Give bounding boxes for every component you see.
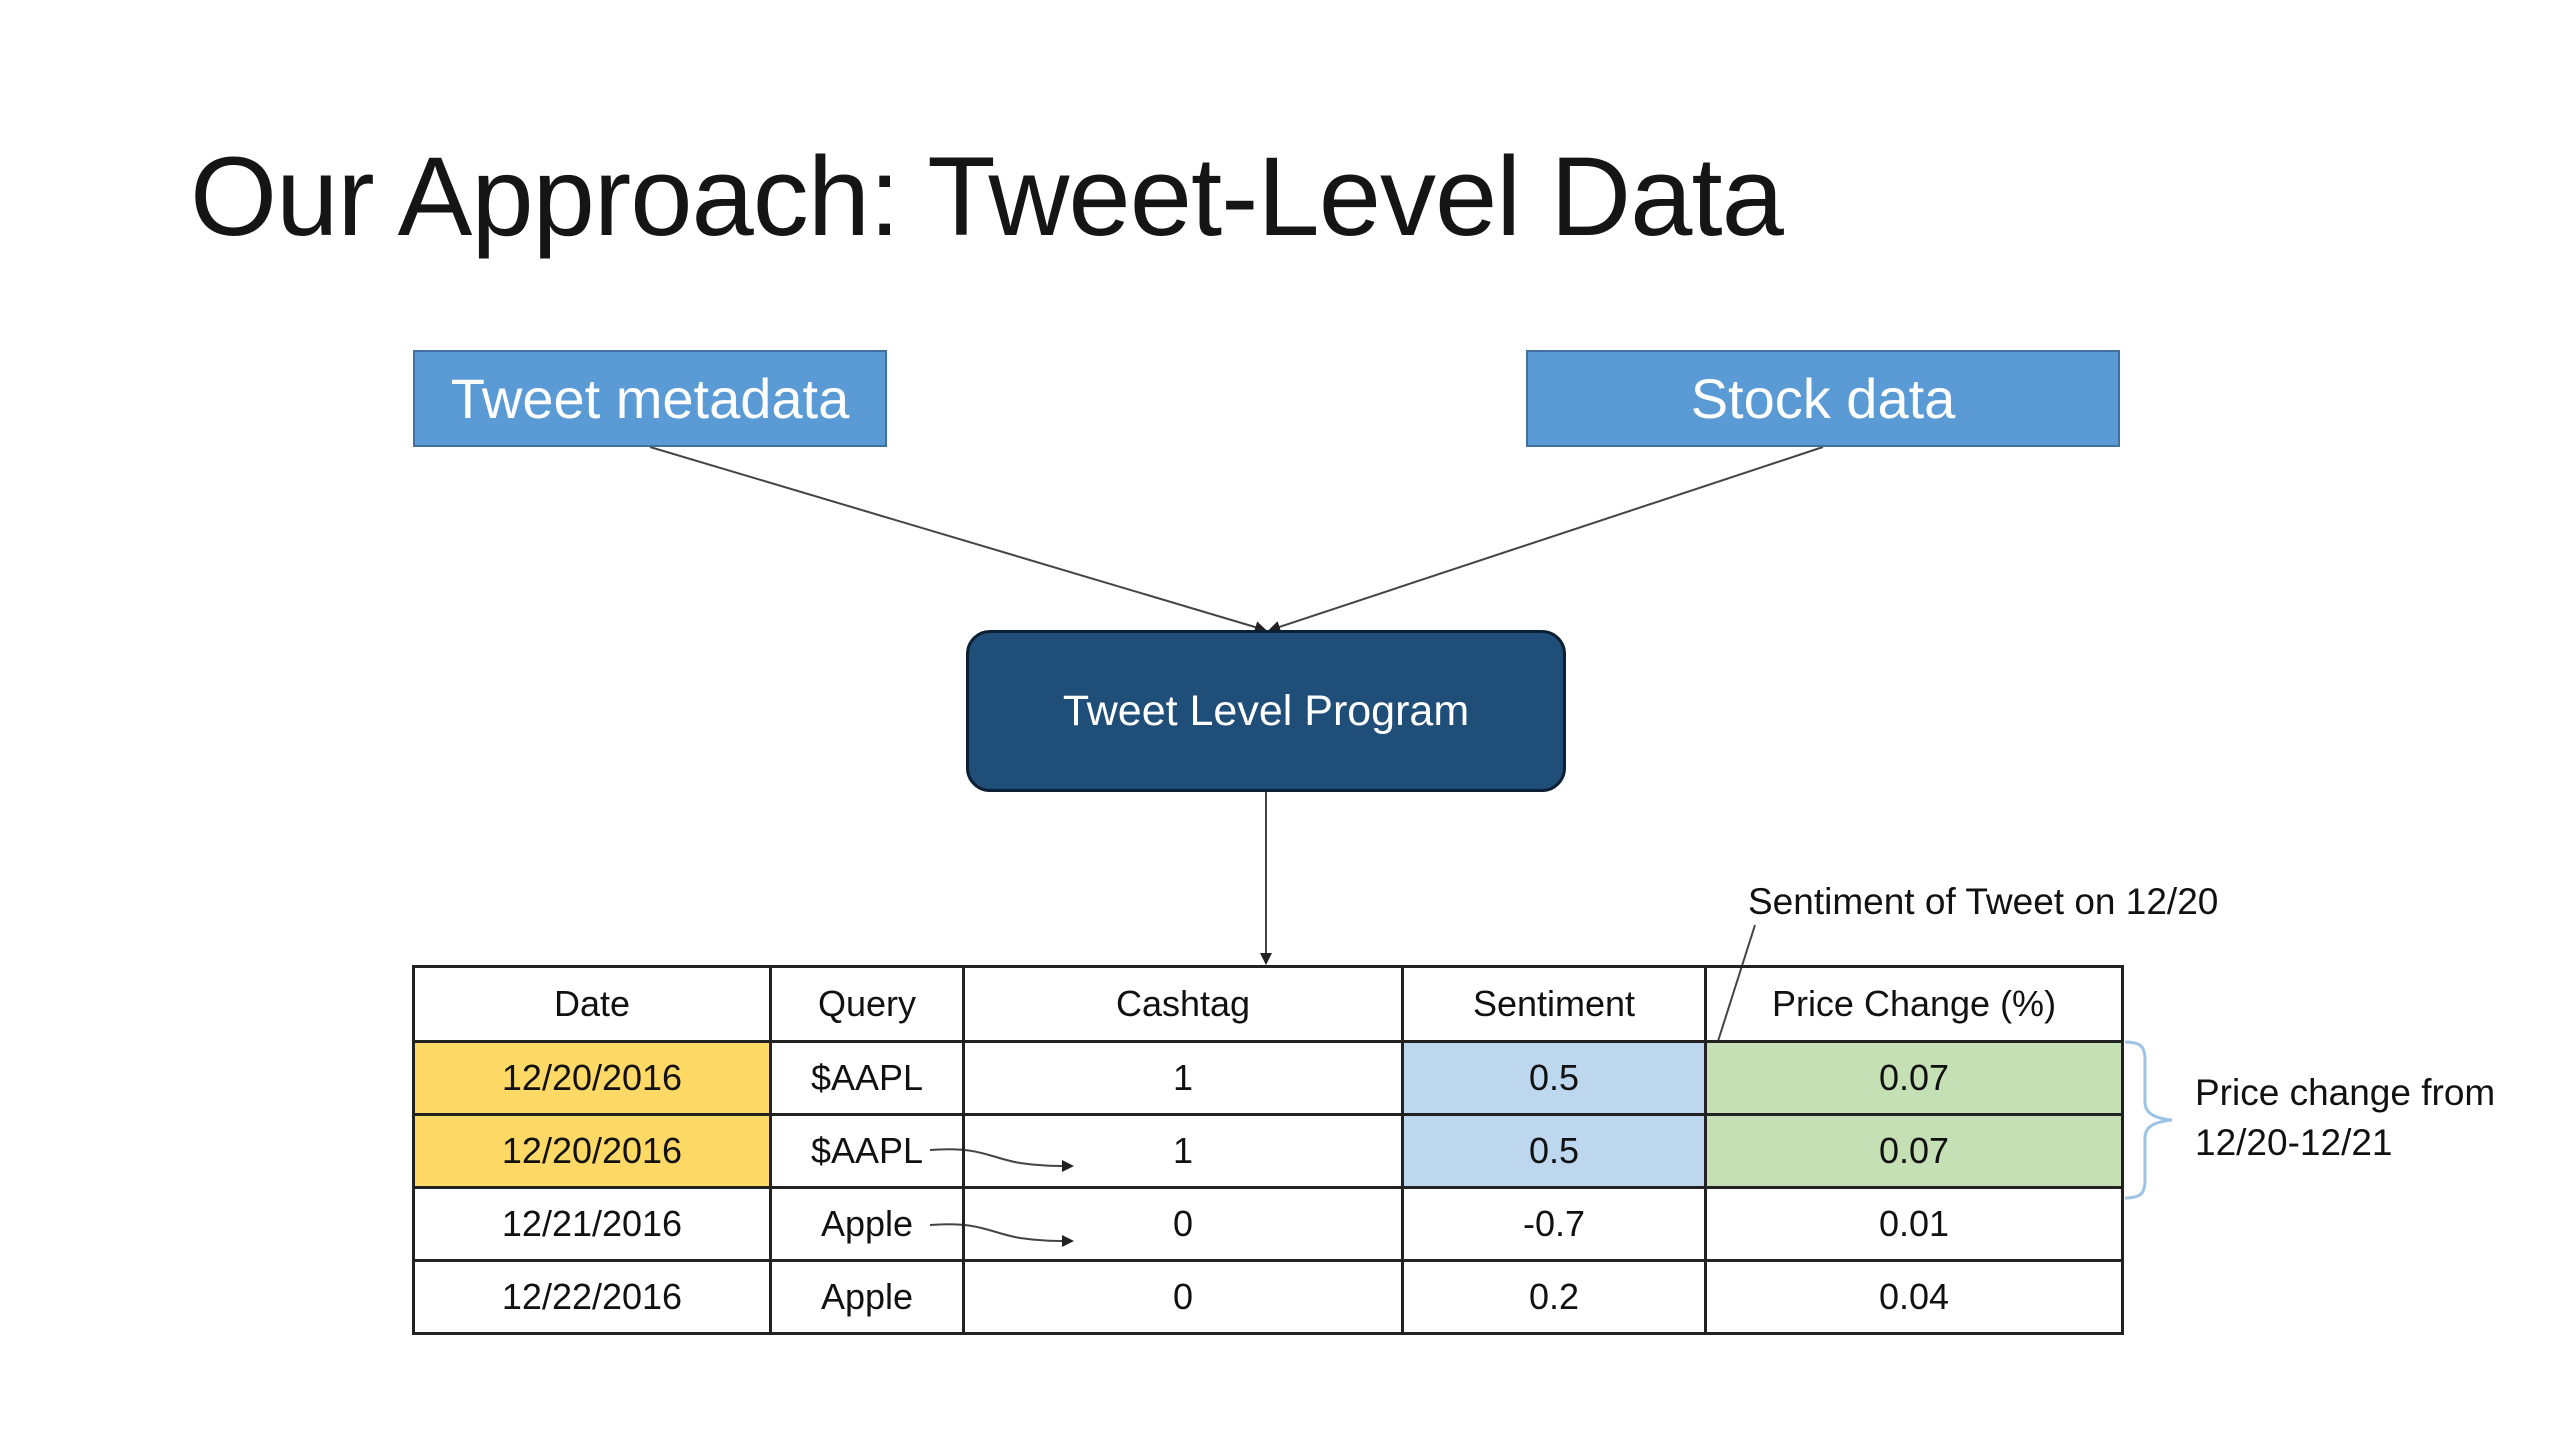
table-row: 12/21/2016 Apple 0 -0.7 0.01 (412, 1186, 2124, 1262)
cell-cashtag: 1 (962, 1113, 1404, 1189)
cell-sentiment: -0.7 (1401, 1186, 1707, 1262)
tweet-metadata-box: Tweet metadata (413, 350, 887, 447)
arrow-metadata-to-program (649, 446, 1267, 633)
header-cashtag: Cashtag (962, 965, 1404, 1043)
table-row: 12/20/2016 $AAPL 1 0.5 0.07 (412, 1113, 2124, 1189)
table-row: 12/20/2016 $AAPL 1 0.5 0.07 (412, 1040, 2124, 1116)
header-query: Query (769, 965, 965, 1043)
cell-price-change: 0.01 (1704, 1186, 2124, 1262)
price-annotation-line-1: Price change from (2195, 1072, 2496, 1113)
tweet-level-program-label: Tweet Level Program (1062, 686, 1470, 735)
cell-date: 12/22/2016 (412, 1259, 772, 1335)
cell-price-change: 0.07 (1704, 1113, 2124, 1189)
price-brace (2124, 1040, 2173, 1200)
cell-sentiment: 0.5 (1401, 1040, 1707, 1116)
slide-title: Our Approach: Tweet-Level Data (190, 134, 1784, 259)
header-price-change: Price Change (%) (1704, 965, 2124, 1043)
tweet-data-table: Date Query Cashtag Sentiment Price Chang… (412, 965, 2124, 1335)
sentiment-annotation: Sentiment of Tweet on 12/20 (1748, 881, 2219, 922)
cell-query: $AAPL (769, 1040, 965, 1116)
cell-date: 12/21/2016 (412, 1186, 772, 1262)
cell-date: 12/20/2016 (412, 1113, 772, 1189)
tweet-metadata-label: Tweet metadata (450, 367, 850, 430)
header-date: Date (412, 965, 772, 1043)
cell-query: Apple (769, 1186, 965, 1262)
table-row: 12/22/2016 Apple 0 0.2 0.04 (412, 1259, 2124, 1335)
price-change-annotation: Price change from 12/20-12/21 (2195, 1068, 2495, 1168)
cell-sentiment: 0.2 (1401, 1259, 1707, 1335)
price-annotation-line-2: 12/20-12/21 (2195, 1121, 2393, 1163)
cell-price-change: 0.04 (1704, 1259, 2124, 1335)
cell-query: $AAPL (769, 1113, 965, 1189)
cell-cashtag: 1 (962, 1040, 1404, 1116)
cell-cashtag: 0 (962, 1259, 1404, 1335)
tweet-level-program-box: Tweet Level Program (966, 630, 1566, 792)
stock-data-label: Stock data (1690, 367, 1956, 430)
cell-query: Apple (769, 1259, 965, 1335)
cell-date: 12/20/2016 (412, 1040, 772, 1116)
arrow-stock-to-program (1268, 446, 1824, 633)
cell-price-change: 0.07 (1704, 1040, 2124, 1116)
stock-data-box: Stock data (1526, 350, 2120, 447)
cell-cashtag: 0 (962, 1186, 1404, 1262)
cell-sentiment: 0.5 (1401, 1113, 1707, 1189)
header-sentiment: Sentiment (1401, 965, 1707, 1043)
table-header-row: Date Query Cashtag Sentiment Price Chang… (412, 965, 2124, 1043)
